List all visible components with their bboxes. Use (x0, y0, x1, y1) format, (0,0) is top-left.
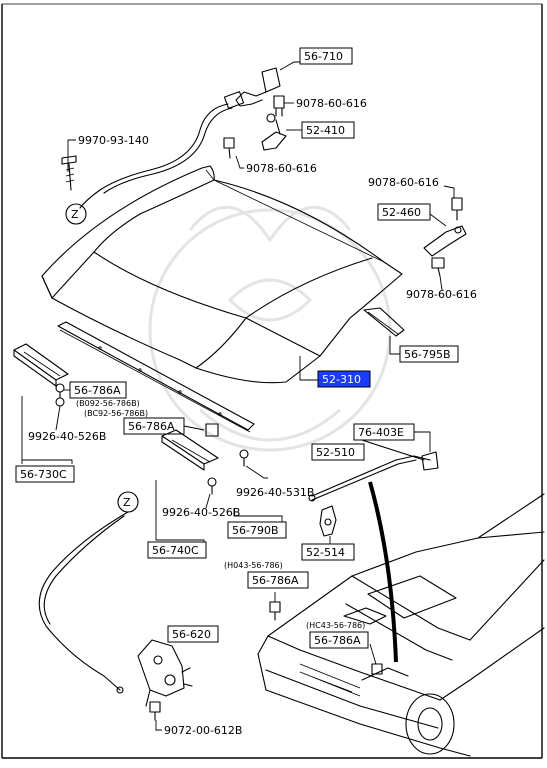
label-box-56-730C (15, 465, 75, 483)
label-56-786A-2: 56-786A (128, 420, 175, 433)
stay-clip (355, 437, 439, 471)
label-bc92: (BC92-56-786B) (84, 409, 148, 418)
label-box-56-790B (227, 521, 287, 539)
clip-icon-b (205, 423, 219, 437)
label-box-52-460 (377, 203, 431, 221)
bolt-icon-d (431, 257, 445, 277)
label-9078-60-616-a: 9078-60-616 (296, 97, 367, 110)
label-56-786A-1: 56-786A (74, 384, 121, 397)
label-9072-00-612B: 9072-00-612B (164, 724, 242, 737)
hood-stay-rod (308, 455, 431, 502)
label-box-56-740C (147, 541, 207, 559)
label-56-740C: 56-740C (152, 544, 199, 557)
clip-icon-e (269, 601, 281, 621)
label-box-52-310 (317, 370, 371, 388)
bolt-icon-c (451, 197, 463, 221)
label-box-56-786A-1 (69, 381, 127, 399)
clip-icon-d (207, 477, 217, 495)
label-box-52-410 (301, 121, 355, 139)
hood-lock-assembly (137, 639, 193, 707)
clip-icon-c (239, 449, 249, 467)
label-56-790B: 56-790B (232, 524, 279, 537)
hood-hinge (423, 225, 467, 257)
label-z-mid: Z (123, 496, 131, 509)
hood-catch (319, 505, 337, 537)
seal-strip-long (57, 321, 255, 433)
label-hc43: (HC43-56-786) (306, 621, 365, 630)
release-cable-handle (79, 67, 281, 209)
label-h043: (H043-56-786) (224, 561, 283, 570)
label-box-56-710 (299, 47, 353, 65)
label-9078-60-616-d: 9078-60-616 (406, 288, 477, 301)
clip-icon-f (371, 663, 383, 675)
label-52-514: 52-514 (306, 546, 345, 559)
hood-latch-lever (261, 113, 287, 151)
z-marker-top (65, 203, 87, 225)
bolt-icon (273, 95, 285, 117)
hood-panel (41, 165, 403, 384)
label-56-730C: 56-730C (20, 468, 67, 481)
label-52-510: 52-510 (316, 446, 355, 459)
label-56-786A-4: 56-786A (314, 634, 361, 647)
label-56-620: 56-620 (172, 628, 211, 641)
clip-icon-a (55, 383, 65, 407)
label-56-710: 56-710 (304, 50, 343, 63)
label-9078-60-616-b: 9078-60-616 (246, 162, 317, 175)
label-52-410: 52-410 (306, 124, 345, 137)
label-box-56-620 (167, 625, 219, 643)
bolt-icon-b (223, 137, 235, 159)
label-9970-93-140: 9970-93-140 (78, 134, 149, 147)
label-box-52-514 (301, 543, 355, 561)
watermark-emblem (148, 205, 392, 452)
label-9926-40-526B-b: 9926-40-526B (162, 506, 240, 519)
label-box-56-786A-4 (309, 631, 369, 649)
label-9078-60-616-c: 9078-60-616 (368, 176, 439, 189)
page-frame (1, 3, 543, 759)
label-56-786A-3: 56-786A (252, 574, 299, 587)
label-box-56-786A-3 (247, 571, 309, 589)
label-9926-40-526B-a: 9926-40-526B (28, 430, 106, 443)
prop-rod (368, 481, 398, 663)
label-9926-40-531B: 9926-40-531B (236, 486, 314, 499)
label-52-460: 52-460 (382, 206, 421, 219)
label-b092: (B092-56-786B) (76, 399, 140, 408)
cable-end-icon (116, 686, 124, 694)
label-76-403E: 76-403E (358, 426, 404, 439)
side-seal-b (161, 429, 219, 471)
label-z-top: Z (71, 208, 79, 221)
release-cable-lower (38, 511, 129, 691)
label-box-52-510 (311, 443, 365, 461)
hood-seal-strip (363, 307, 405, 337)
label-box-56-795B (399, 345, 459, 363)
screw-icon (61, 155, 77, 191)
label-52-310: 52-310 (322, 373, 361, 386)
car-front-view (257, 493, 545, 757)
side-seal-a (13, 343, 69, 387)
bolt-icon-e (149, 701, 161, 721)
label-56-795B: 56-795B (404, 348, 451, 361)
